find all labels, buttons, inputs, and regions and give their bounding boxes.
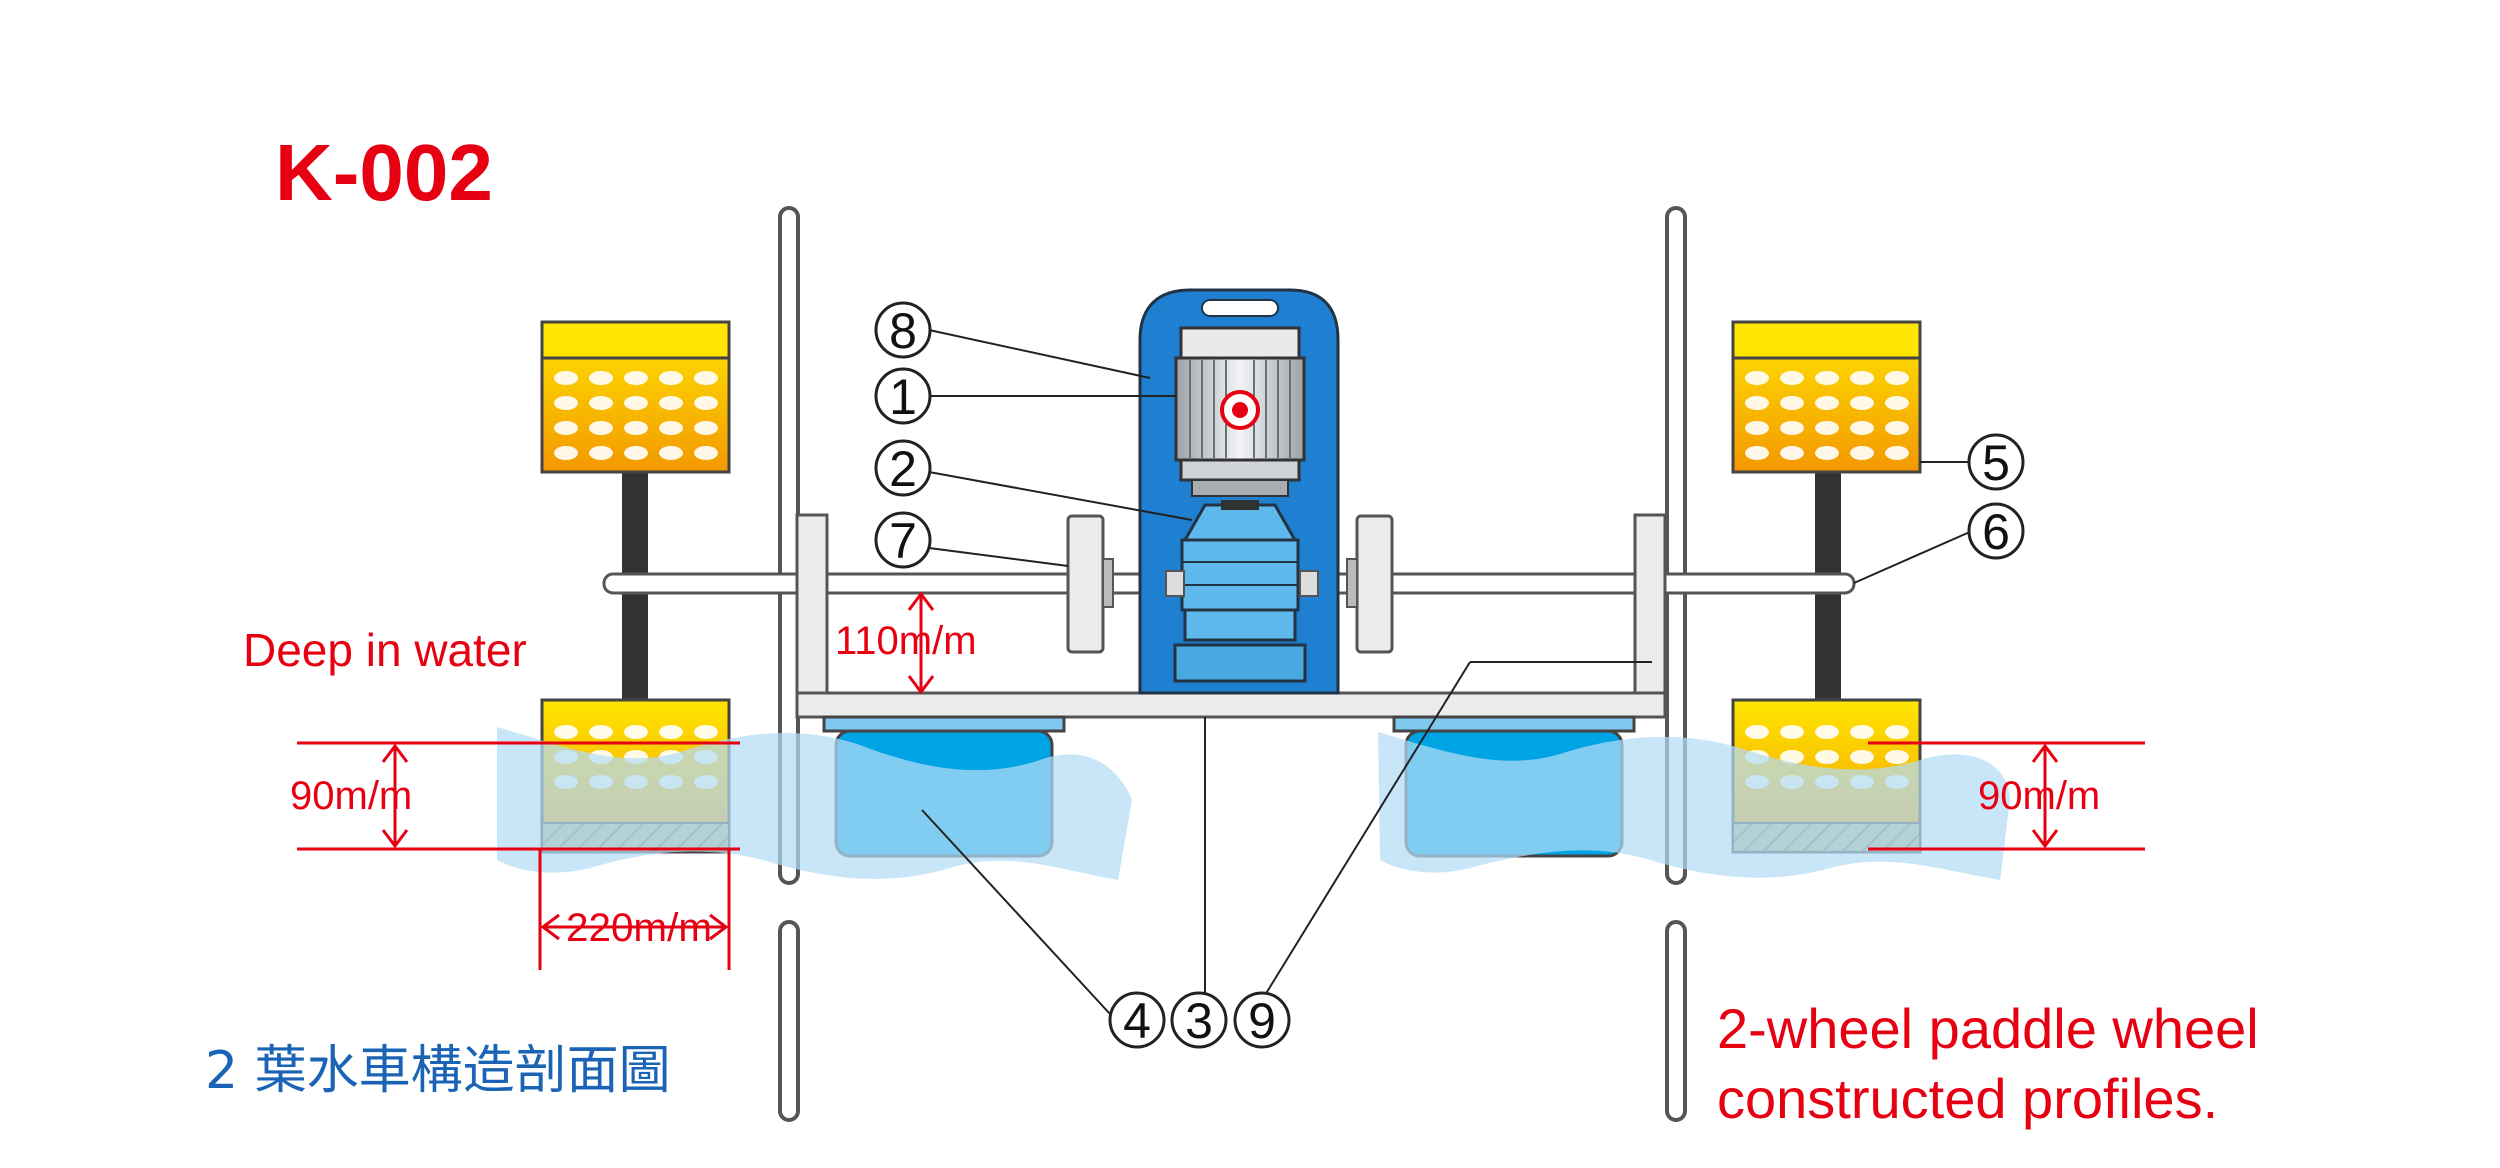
paddle-hole xyxy=(659,725,683,739)
paddle-hole xyxy=(624,421,648,435)
paddle-hole xyxy=(1850,421,1874,435)
part-number-6: 6 xyxy=(1982,504,2010,560)
part-number-3: 3 xyxy=(1185,993,1213,1049)
paddle-hole xyxy=(589,421,613,435)
paddle-hole xyxy=(1850,371,1874,385)
paddle-hole xyxy=(1745,371,1769,385)
paddle-hole xyxy=(1780,371,1804,385)
paddle-hole xyxy=(1780,725,1804,739)
part-callout-1: 1 xyxy=(874,367,932,425)
frame-height-dimension: 110m/m xyxy=(835,619,977,663)
part-callout-9: 9 xyxy=(1233,991,1291,1049)
paddle-hole xyxy=(1850,725,1874,739)
paddle-width-dimension: 220m/m xyxy=(566,906,712,950)
part-callout-2: 2 xyxy=(874,439,932,497)
paddle-hole xyxy=(659,446,683,460)
paddle-hole xyxy=(694,396,718,410)
paddle-hole xyxy=(1780,396,1804,410)
paddle-hole xyxy=(1885,446,1909,460)
part-number-1: 1 xyxy=(889,369,917,425)
paddle-hole xyxy=(1885,371,1909,385)
paddle-hole xyxy=(1815,750,1839,764)
paddle-hole xyxy=(694,446,718,460)
caption-english-line1: 2-wheel paddle wheel xyxy=(1717,997,2259,1060)
depth-label: Deep in water xyxy=(243,624,527,676)
paddle-hole xyxy=(1850,750,1874,764)
paddle-hole xyxy=(1745,725,1769,739)
part-number-9: 9 xyxy=(1248,993,1276,1049)
paddle-hole xyxy=(694,725,718,739)
part-callout-8: 8 xyxy=(874,301,932,359)
dimension-lines xyxy=(297,591,2145,970)
cover-handle xyxy=(1201,299,1279,317)
paddle-hole xyxy=(589,371,613,385)
paddle-hole xyxy=(624,371,648,385)
paddle-hole xyxy=(589,446,613,460)
paddle-hole xyxy=(694,371,718,385)
frame-base-beam xyxy=(795,691,1667,719)
frame xyxy=(795,513,1667,719)
paddle-hole xyxy=(624,446,648,460)
paddle-hole xyxy=(659,396,683,410)
paddle-hole xyxy=(624,725,648,739)
paddle-hole xyxy=(1885,396,1909,410)
paddle-hole xyxy=(554,421,578,435)
part-callouts: 8 1 2 7 5 6 4 3 xyxy=(874,301,2025,1049)
paddle-hole xyxy=(624,396,648,410)
paddle-hole xyxy=(659,421,683,435)
left-post xyxy=(778,206,800,1122)
paddle-hole xyxy=(1885,421,1909,435)
part-callout-6: 6 xyxy=(1967,502,2025,560)
part-callout-4: 4 xyxy=(1108,991,1166,1049)
leader-lines xyxy=(921,329,1973,1015)
paddle-hole xyxy=(1745,396,1769,410)
part-number-7: 7 xyxy=(889,513,917,569)
paddle-hole xyxy=(1815,421,1839,435)
paddle-hole xyxy=(1885,750,1909,764)
right-water-depth-dimension: 90m/m xyxy=(1978,774,2100,818)
water xyxy=(497,727,2010,880)
paddle-hole xyxy=(589,396,613,410)
caption-english-line2: constructed profiles. xyxy=(1717,1067,2218,1130)
paddle-hole xyxy=(589,725,613,739)
paddle-hole xyxy=(1850,396,1874,410)
part-callout-3: 3 xyxy=(1170,991,1228,1049)
part-callout-7: 7 xyxy=(874,511,932,569)
paddle-hole xyxy=(554,446,578,460)
right-coupling xyxy=(1299,514,1394,654)
paddle-hole xyxy=(1745,446,1769,460)
motor-gearbox-assembly xyxy=(1138,288,1340,695)
paddle-hole xyxy=(554,725,578,739)
paddle-hole xyxy=(694,421,718,435)
paddle-hole xyxy=(1815,725,1839,739)
paddle-hole xyxy=(554,371,578,385)
caption-chinese: 2 葉水車構造剖面圖 xyxy=(205,1041,671,1101)
paddle-hole xyxy=(1780,750,1804,764)
part-number-8: 8 xyxy=(889,303,917,359)
paddle-hole xyxy=(1780,446,1804,460)
part-number-5: 5 xyxy=(1982,435,2010,491)
paddle-hole xyxy=(1815,396,1839,410)
paddle-hole xyxy=(1850,446,1874,460)
paddle-hole xyxy=(1815,446,1839,460)
paddle-hole xyxy=(1815,371,1839,385)
left-coupling xyxy=(1066,514,1185,654)
part-number-4: 4 xyxy=(1123,993,1151,1049)
part-number-2: 2 xyxy=(889,441,917,497)
paddle-hole xyxy=(1885,725,1909,739)
paddle-hole xyxy=(1780,421,1804,435)
right-post xyxy=(1665,206,1687,1122)
model-title: K-002 xyxy=(275,128,493,217)
paddle-hole xyxy=(659,371,683,385)
paddle-hole xyxy=(1745,421,1769,435)
left-water-depth-dimension: 90m/m xyxy=(290,774,412,818)
paddle-hole xyxy=(554,396,578,410)
part-callout-5: 5 xyxy=(1967,433,2025,491)
